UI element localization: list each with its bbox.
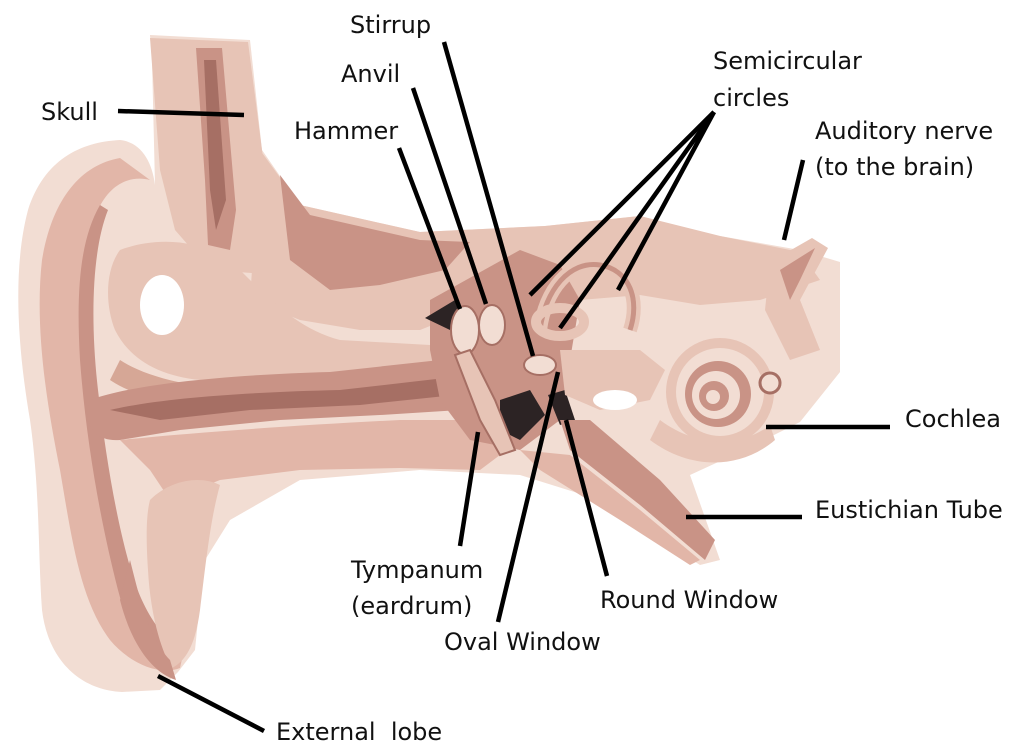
- label-round-window: Round Window: [600, 586, 778, 614]
- concha-hole: [140, 275, 184, 335]
- cochlea-ring-5: [706, 390, 720, 404]
- label-anvil: Anvil: [341, 60, 400, 88]
- label-eustachian: Eustichian Tube: [815, 496, 1003, 524]
- label-oval-window: Oval Window: [444, 628, 601, 656]
- stirrup-bone: [524, 355, 556, 375]
- label-hammer: Hammer: [294, 117, 398, 145]
- label-tympanum-line1: Tympanum: [350, 556, 483, 584]
- label-cochlea: Cochlea: [905, 405, 1001, 433]
- label-semicircular-line1: Semicircular: [713, 47, 862, 75]
- label-tympanum-line2: (eardrum): [351, 592, 472, 620]
- label-skull: Skull: [41, 98, 98, 126]
- label-auditory-line1: Auditory nerve: [815, 117, 993, 145]
- hammer-bone: [451, 306, 479, 354]
- label-semicircular-line2: circles: [713, 84, 789, 112]
- cochlea-nerve-end: [760, 373, 780, 393]
- label-external-lobe: External lobe: [276, 718, 442, 746]
- label-auditory-line2: (to the brain): [815, 153, 974, 181]
- anvil-bone: [479, 305, 505, 345]
- vestibule-highlight: [593, 390, 637, 410]
- label-stirrup: Stirrup: [350, 11, 431, 39]
